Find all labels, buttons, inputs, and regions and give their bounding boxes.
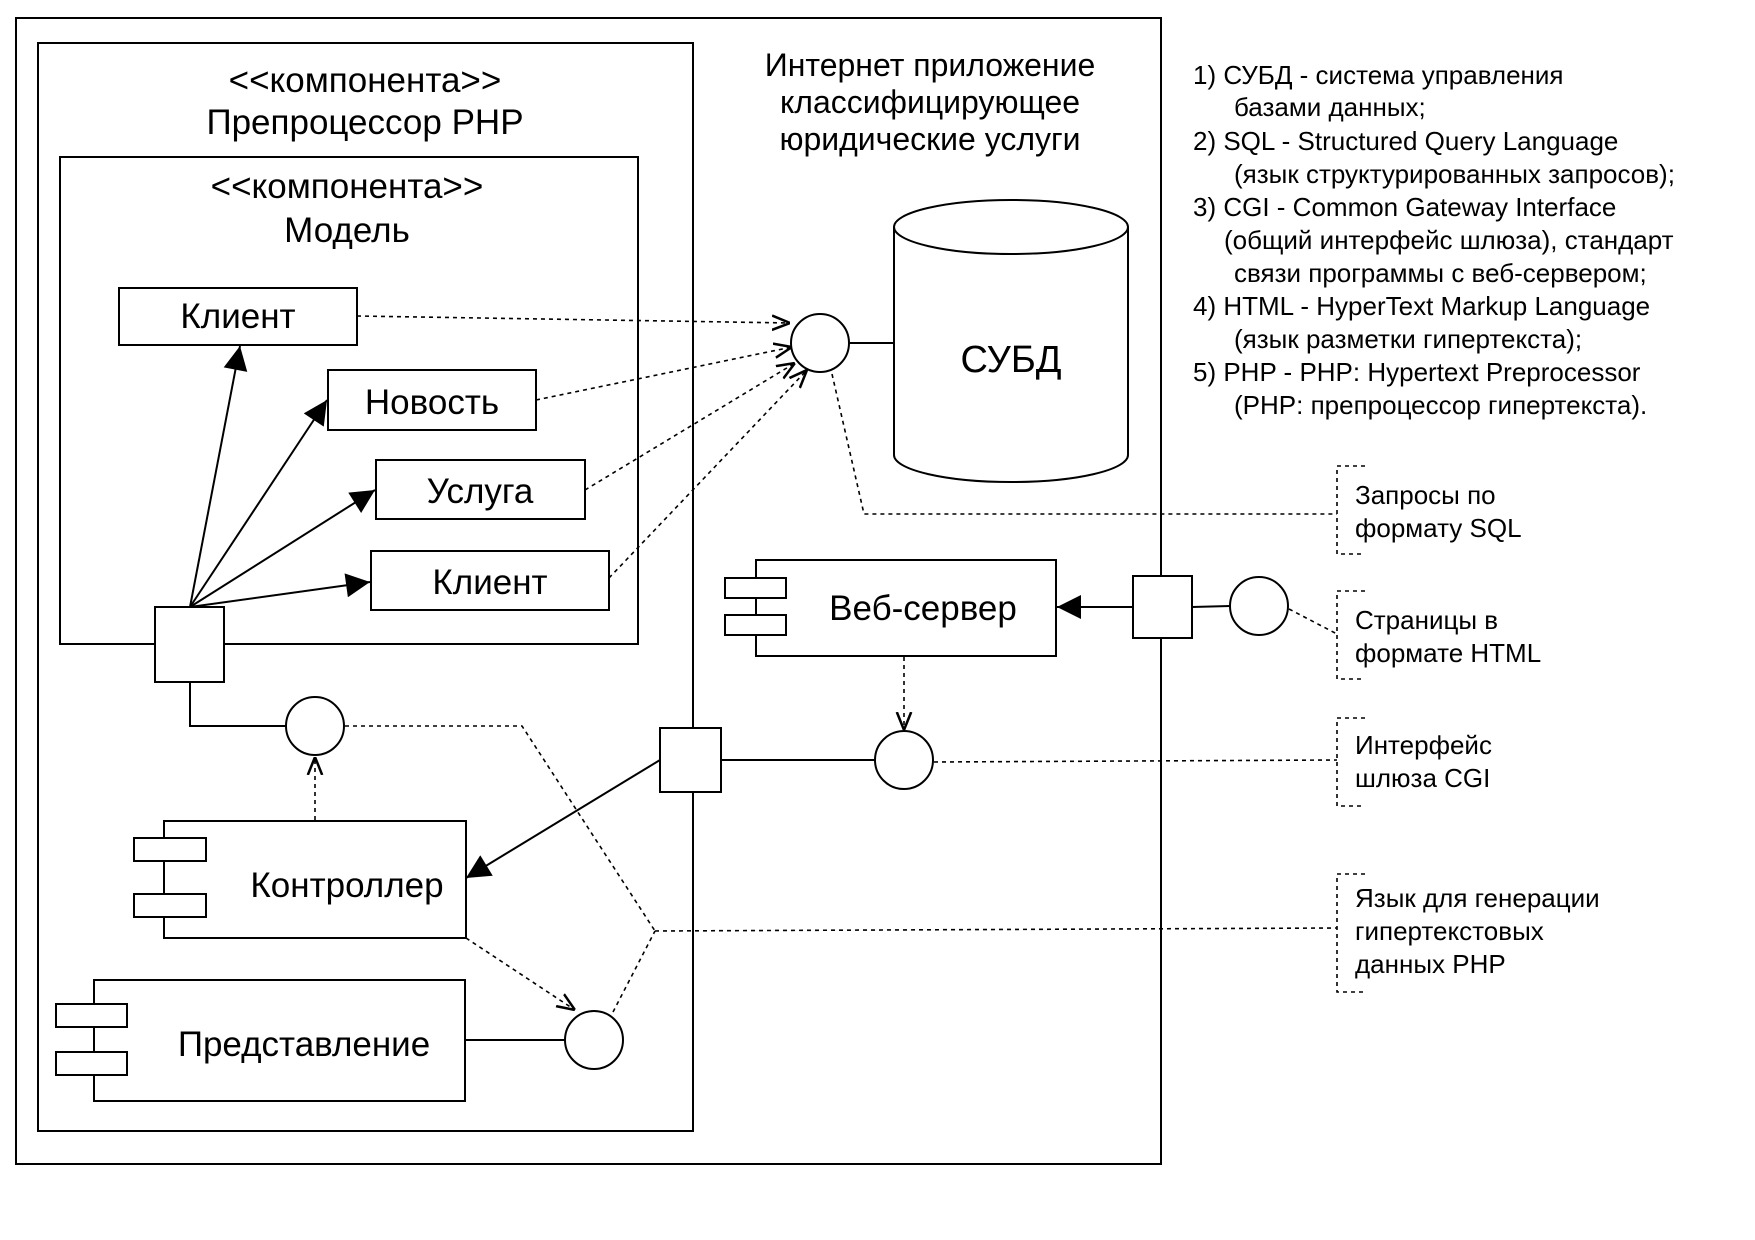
model-port-connector bbox=[189, 682, 287, 727]
association-client-1 bbox=[189, 345, 248, 608]
controller-label: Контроллер bbox=[250, 866, 443, 905]
dependency-service-dbms bbox=[584, 363, 795, 491]
html-interface-connector bbox=[1191, 605, 1231, 608]
legend-line-1: 1) СУБД - система управления bbox=[1193, 60, 1564, 90]
controller-component bbox=[163, 820, 467, 939]
legend-line-11: (PHP: препроцессор гипертекста). bbox=[1234, 390, 1647, 420]
association-client-2 bbox=[189, 573, 371, 608]
application-title-line-3: юридические услуги bbox=[779, 121, 1080, 157]
php-interface-top bbox=[285, 696, 345, 756]
association-news bbox=[189, 399, 328, 608]
cgi-interface bbox=[874, 730, 934, 790]
view-tab-2 bbox=[55, 1051, 128, 1076]
preprocessor-stereotype: <<компонента>> bbox=[229, 61, 502, 100]
view-tab-1 bbox=[55, 1003, 128, 1028]
controller-tab-1 bbox=[133, 837, 207, 862]
note-php-link-right bbox=[654, 927, 1338, 932]
note-cgi-bracket bbox=[1336, 717, 1365, 807]
preprocessor-name: Препроцессор PHP bbox=[206, 103, 523, 142]
class-label-news: Новость bbox=[365, 383, 499, 422]
legend-line-6: (общий интерфейс шлюза), стандарт bbox=[1224, 225, 1674, 255]
cgi-port bbox=[659, 727, 722, 793]
web-server-tab-1 bbox=[724, 577, 787, 599]
dbms-interface bbox=[790, 313, 850, 373]
class-box-client-2 bbox=[370, 550, 610, 611]
web-server-component bbox=[755, 559, 1057, 657]
model-port bbox=[154, 606, 225, 683]
class-label-service: Услуга bbox=[427, 472, 534, 511]
legend-line-3: 2) SQL - Structured Query Language bbox=[1193, 126, 1618, 156]
note-html-link bbox=[1288, 608, 1338, 635]
note-php-line-2: гипертекстовых bbox=[1355, 916, 1544, 946]
class-box-news bbox=[327, 369, 537, 431]
legend-line-10: 5) PHP - PHP: Hypertext Preprocessor bbox=[1193, 357, 1641, 387]
note-sql-line-2: формату SQL bbox=[1355, 513, 1522, 543]
application-title-line-1: Интернет приложение bbox=[765, 47, 1096, 83]
dbms-cylinder-rim bbox=[893, 226, 1129, 255]
note-html-line-1: Страницы в bbox=[1355, 605, 1498, 635]
php-interface-bottom bbox=[564, 1010, 624, 1070]
html-interface bbox=[1229, 576, 1289, 636]
legend-line-7: связи программы с веб-сервером; bbox=[1234, 258, 1647, 288]
note-html-bracket bbox=[1336, 590, 1365, 680]
legend-line-2: базами данных; bbox=[1234, 92, 1426, 122]
dbms-cylinder bbox=[893, 199, 1129, 483]
note-cgi-line-2: шлюза CGI bbox=[1355, 763, 1490, 793]
model-name: Модель bbox=[284, 211, 410, 250]
note-cgi-link bbox=[933, 759, 1338, 763]
application-title-line-2: классифицирующее bbox=[780, 84, 1080, 120]
note-php-line-3: данных PHP bbox=[1355, 949, 1506, 979]
dbms-label: СУБД bbox=[961, 339, 1062, 381]
legend-line-4: (язык структурированных запросов); bbox=[1234, 159, 1675, 189]
note-php-link bbox=[345, 725, 656, 932]
class-label-client-2: Клиент bbox=[432, 563, 547, 602]
dependency-news-dbms bbox=[535, 347, 792, 401]
class-label-client-1: Клиент bbox=[180, 297, 295, 336]
controller-to-view-interface bbox=[465, 937, 575, 1010]
view-component bbox=[93, 979, 466, 1102]
note-sql-line-1: Запросы по bbox=[1355, 480, 1496, 510]
note-html-line-2: формате HTML bbox=[1355, 638, 1541, 668]
model-stereotype: <<компонента>> bbox=[211, 167, 484, 206]
html-port bbox=[1132, 575, 1193, 639]
note-php-bracket bbox=[1336, 873, 1365, 993]
view-label: Представление bbox=[178, 1025, 430, 1064]
web-server-tab-2 bbox=[724, 614, 787, 636]
controller-tab-2 bbox=[133, 893, 207, 918]
association-service bbox=[189, 489, 376, 608]
cgi-port-to-controller bbox=[465, 759, 661, 879]
note-cgi-line-1: Интерфейс bbox=[1355, 730, 1492, 760]
note-sql-link bbox=[831, 373, 1337, 515]
note-php-line-1: Язык для генерации bbox=[1355, 883, 1600, 913]
legend-line-8: 4) HTML - HyperText Markup Language bbox=[1193, 291, 1650, 321]
legend-line-9: (язык разметки гипертекста); bbox=[1234, 324, 1582, 354]
class-box-service bbox=[375, 459, 586, 520]
web-server-label: Веб-сервер bbox=[829, 589, 1017, 628]
note-sql-bracket bbox=[1336, 465, 1365, 555]
legend-line-5: 3) CGI - Common Gateway Interface bbox=[1193, 192, 1616, 222]
dependency-client-1-dbms bbox=[356, 316, 790, 323]
